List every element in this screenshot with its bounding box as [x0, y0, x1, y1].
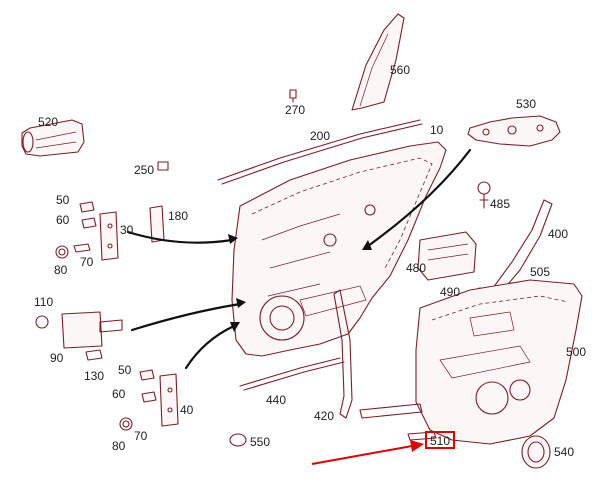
- label-80a: 80: [54, 263, 68, 277]
- door-shell-10: [231, 141, 447, 357]
- label-560: 560: [390, 63, 410, 77]
- label-490: 490: [440, 285, 460, 299]
- label-70b: 70: [134, 429, 148, 443]
- window-glass-560: [351, 13, 405, 111]
- highlight-arrow: [311, 440, 424, 465]
- label-505: 505: [530, 265, 550, 279]
- plug-550: [229, 433, 247, 447]
- label-130: 130: [84, 369, 104, 383]
- label-440: 440: [266, 393, 286, 407]
- label-200: 200: [310, 129, 330, 143]
- middle-hinge-group: [35, 311, 123, 361]
- upper-hinge-group: [55, 201, 119, 261]
- label-250: 250: [134, 163, 154, 177]
- bracket-530: [467, 115, 561, 147]
- label-400: 400: [548, 227, 568, 241]
- label-520: 520: [38, 115, 58, 129]
- lower-hinge-group: [119, 369, 179, 431]
- cap-540: [521, 435, 551, 469]
- label-80b: 80: [112, 439, 126, 453]
- label-60b: 60: [112, 387, 126, 401]
- clip-270: [289, 89, 297, 103]
- label-540: 540: [554, 445, 574, 459]
- label-480: 480: [406, 261, 426, 275]
- clip-485: [477, 181, 491, 209]
- label-420: 420: [314, 409, 334, 423]
- seal-420: [333, 289, 353, 419]
- label-270: 270: [285, 103, 305, 117]
- label-40: 40: [180, 403, 194, 417]
- label-550: 550: [250, 435, 270, 449]
- sill-strip-440: [239, 357, 345, 391]
- label-180: 180: [168, 209, 188, 223]
- bracket-180: [149, 205, 165, 243]
- label-60a: 60: [56, 213, 70, 227]
- label-50b: 50: [118, 363, 132, 377]
- weatherstrip-200: [217, 119, 423, 185]
- highlight-box-510: [425, 431, 455, 449]
- leader-arrows: [126, 148, 472, 370]
- label-110: 110: [34, 295, 53, 309]
- label-500: 500: [566, 345, 586, 359]
- label-530: 530: [516, 97, 536, 111]
- label-510: 510: [430, 434, 450, 448]
- label-90: 90: [50, 351, 64, 365]
- label-10: 10: [430, 123, 444, 137]
- label-50a: 50: [56, 193, 70, 207]
- label-30: 30: [120, 223, 134, 237]
- door-handle-520: [21, 119, 85, 157]
- label-70a: 70: [80, 255, 94, 269]
- control-unit-480: [417, 231, 477, 281]
- clip-250: [157, 161, 169, 171]
- door-shell-500: [415, 279, 583, 445]
- label-485: 485: [490, 197, 510, 211]
